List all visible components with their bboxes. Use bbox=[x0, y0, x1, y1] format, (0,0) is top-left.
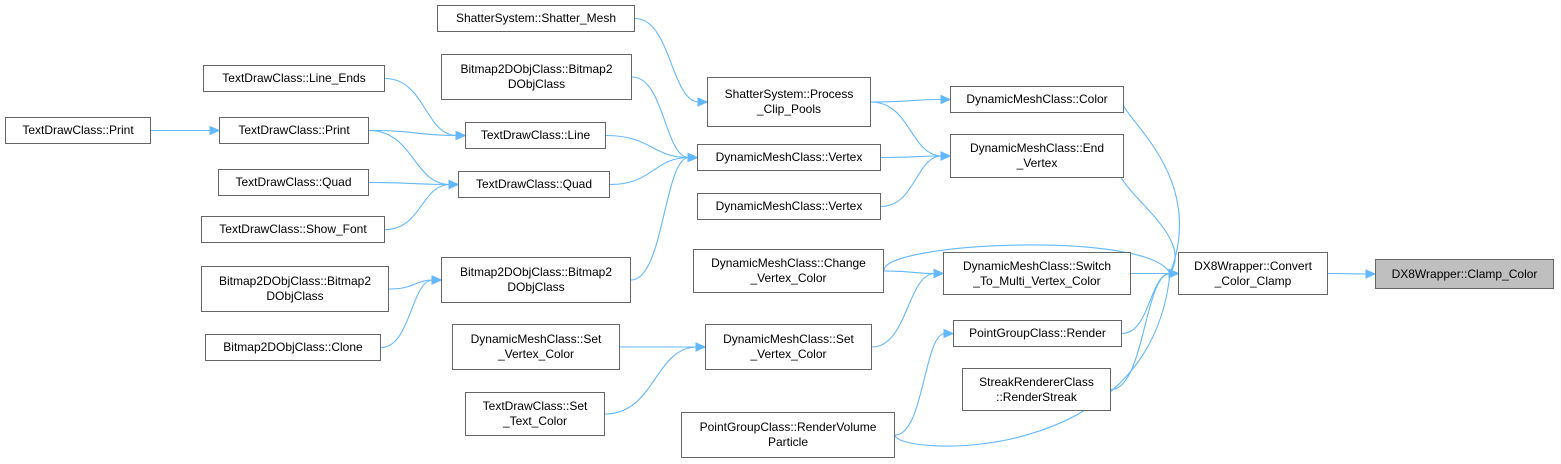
node-label: Bitmap2DObjClass::Bitmap2 DObjClass bbox=[218, 274, 372, 303]
edge-n10-n3 bbox=[880, 155, 943, 208]
node-pointgroup-rendervolumeparticle[interactable]: PointGroupClass::RenderVolume Particle bbox=[681, 412, 895, 458]
node-label: DX8Wrapper::Clamp_Color bbox=[1391, 266, 1538, 281]
edge-n1-n0 bbox=[1327, 272, 1368, 275]
node-clamp-color: DX8Wrapper::Clamp_Color bbox=[1375, 259, 1554, 289]
node-label: DynamicMeshClass::Vertex bbox=[715, 150, 863, 164]
node-convert-color-clamp[interactable]: DX8Wrapper::Convert _Color_Clamp bbox=[1178, 252, 1328, 295]
node-shattersystem-process-clip-pools[interactable]: ShatterSystem::Process _Clip_Pools bbox=[707, 77, 871, 127]
node-shattersystem-shatter-mesh[interactable]: ShatterSystem::Shatter_Mesh bbox=[437, 5, 635, 32]
edge-n7-n3 bbox=[870, 101, 943, 157]
arrowhead-n13-n5 bbox=[943, 328, 955, 339]
edge-n19-n16 bbox=[368, 129, 451, 186]
node-bitmap2dobj-clone[interactable]: Bitmap2DObjClass::Clone bbox=[205, 334, 381, 361]
node-textdraw-quad-a[interactable]: TextDrawClass::Quad bbox=[458, 171, 610, 198]
edge-n15-n9 bbox=[605, 134, 690, 159]
node-label: DynamicMeshClass::Vertex bbox=[715, 199, 863, 213]
node-label: TextDrawClass::Quad bbox=[235, 175, 352, 189]
edge-n11-n1 bbox=[883, 244, 1171, 274]
arrowhead-n1-n0 bbox=[1365, 269, 1377, 279]
arrowhead-n21-n16 bbox=[448, 179, 460, 190]
node-label: TextDrawClass::Print bbox=[22, 123, 134, 137]
edge-n26-n12 bbox=[604, 346, 698, 415]
arrowhead-n12-n4 bbox=[933, 268, 945, 279]
node-label: DynamicMeshClass::Switch _To_Multi_Verte… bbox=[962, 258, 1112, 288]
edge-n2-n1 bbox=[1122, 99, 1180, 274]
node-streakrenderer-renderstreak[interactable]: StreakRendererClass ::RenderStreak bbox=[962, 368, 1111, 411]
node-label: TextDrawClass::Set _Text_Color bbox=[482, 399, 588, 428]
edge-n11-n4 bbox=[883, 270, 936, 275]
arrowhead-n26-n12 bbox=[695, 342, 707, 352]
edge-n18-n15 bbox=[384, 77, 458, 137]
node-label: TextDrawClass::Line bbox=[480, 128, 591, 142]
node-textdraw-set-text-color[interactable]: TextDrawClass::Set _Text_Color bbox=[465, 392, 605, 436]
node-label: PointGroupClass::Render bbox=[969, 326, 1106, 340]
node-textdraw-line-ends[interactable]: TextDrawClass::Line_Ends bbox=[203, 65, 385, 92]
node-label: Bitmap2DObjClass::Bitmap2 DObjClass bbox=[459, 265, 613, 294]
node-pointgroup-render[interactable]: PointGroupClass::Render bbox=[953, 320, 1122, 347]
node-label: DynamicMeshClass::Change _Vertex_Color bbox=[711, 256, 866, 285]
node-label: StreakRendererClass ::RenderStreak bbox=[979, 374, 1094, 404]
node-label: TextDrawClass::Line_Ends bbox=[222, 71, 366, 85]
edge-n8-n7 bbox=[634, 17, 700, 103]
node-textdraw-line[interactable]: TextDrawClass::Line bbox=[465, 122, 606, 149]
arrowhead-n10-n3 bbox=[940, 151, 952, 161]
node-label: ShatterSystem::Shatter_Mesh bbox=[455, 11, 617, 25]
node-label: DynamicMeshClass::Set _Vertex_Color bbox=[723, 332, 854, 361]
node-label: DynamicMeshClass::Color bbox=[966, 92, 1108, 106]
edge-n13-n1 bbox=[894, 273, 1171, 447]
node-dynamicmesh-set-vertex-color-b[interactable]: DynamicMeshClass::Set _Vertex_Color bbox=[452, 324, 620, 370]
edge-n22-n17 bbox=[388, 279, 434, 290]
edge-n12-n4 bbox=[871, 272, 936, 348]
node-bitmap2dobj-constructor-c[interactable]: Bitmap2DObjClass::Bitmap2 DObjClass bbox=[201, 266, 389, 312]
node-label: DynamicMeshClass::Set _Vertex_Color bbox=[470, 332, 602, 361]
node-dynamicmesh-color[interactable]: DynamicMeshClass::Color bbox=[950, 86, 1124, 113]
node-dynamicmesh-change-vertex-color[interactable]: DynamicMeshClass::Change _Vertex_Color bbox=[693, 249, 884, 293]
node-label: Bitmap2DObjClass::Bitmap2 DObjClass bbox=[460, 62, 613, 91]
node-label: TextDrawClass::Show_Font bbox=[219, 222, 367, 236]
edge-n23-n17 bbox=[380, 279, 434, 349]
node-label: ShatterSystem::Process _Clip_Pools bbox=[724, 87, 854, 116]
arrowhead-n24-n19 bbox=[209, 125, 221, 136]
node-bitmap2dobj-constructor-b[interactable]: Bitmap2DObjClass::Bitmap2 DObjClass bbox=[441, 257, 631, 303]
edge-n14-n9 bbox=[631, 76, 690, 159]
node-bitmap2dobj-constructor-a[interactable]: Bitmap2DObjClass::Bitmap2 DObjClass bbox=[441, 54, 632, 100]
node-label: DynamicMeshClass::End _Vertex bbox=[969, 141, 1105, 170]
arrowhead-n7-n2 bbox=[940, 94, 952, 105]
node-dynamicmesh-set-vertex-color-a[interactable]: DynamicMeshClass::Set _Vertex_Color bbox=[705, 324, 872, 370]
edge-n21-n16 bbox=[384, 183, 451, 231]
edge-n7-n2 bbox=[870, 98, 943, 103]
node-textdraw-print-b[interactable]: TextDrawClass::Print bbox=[5, 117, 151, 144]
node-dynamicmesh-vertex-b[interactable]: DynamicMeshClass::Vertex bbox=[697, 193, 881, 220]
edge-n16-n9 bbox=[609, 156, 690, 186]
node-textdraw-show-font[interactable]: TextDrawClass::Show_Font bbox=[201, 216, 385, 243]
arrowhead-n8-n7 bbox=[697, 97, 709, 107]
node-dynamicmesh-vertex-a[interactable]: DynamicMeshClass::Vertex bbox=[697, 144, 881, 171]
edge-n6-n1 bbox=[1110, 272, 1171, 391]
edge-n13-n5 bbox=[894, 332, 946, 436]
node-textdraw-print-a[interactable]: TextDrawClass::Print bbox=[219, 117, 369, 144]
edge-n17-n9 bbox=[630, 156, 690, 281]
node-textdraw-quad-b[interactable]: TextDrawClass::Quad bbox=[218, 169, 369, 196]
node-label: DX8Wrapper::Convert _Color_Clamp bbox=[1194, 258, 1312, 288]
edge-n20-n16 bbox=[368, 181, 451, 186]
node-label: TextDrawClass::Print bbox=[238, 123, 350, 137]
arrowhead-n17-n9 bbox=[687, 152, 699, 163]
arrowhead-n19-n15 bbox=[455, 130, 467, 141]
edge-n9-n3 bbox=[880, 155, 943, 159]
node-label: TextDrawClass::Quad bbox=[475, 177, 593, 191]
node-label: PointGroupClass::RenderVolume Particle bbox=[699, 420, 877, 449]
node-dynamicmesh-end-vertex[interactable]: DynamicMeshClass::End _Vertex bbox=[950, 134, 1124, 178]
node-label: Bitmap2DObjClass::Clone bbox=[223, 340, 363, 354]
arrowhead-n13-n1 bbox=[1168, 268, 1180, 279]
node-dynamicmesh-switch-to-multi-vertex-color[interactable]: DynamicMeshClass::Switch _To_Multi_Verte… bbox=[943, 252, 1131, 295]
arrowhead-n23-n17 bbox=[431, 275, 443, 285]
edge-n19-n15 bbox=[368, 129, 458, 137]
